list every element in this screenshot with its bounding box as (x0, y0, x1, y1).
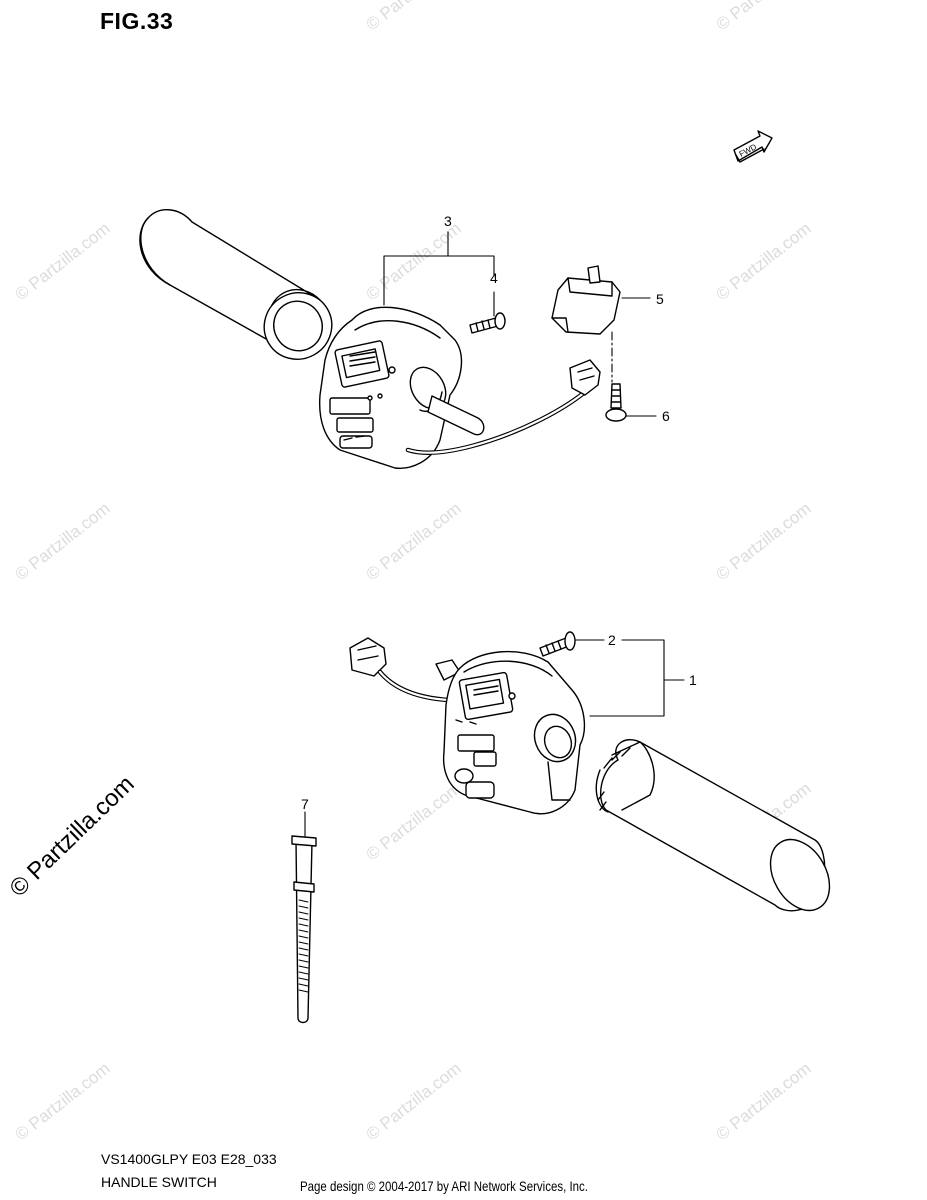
callout-5: 5 (656, 291, 664, 307)
callout-7: 7 (301, 796, 309, 812)
callout-2: 2 (608, 632, 616, 648)
wire-connector (569, 359, 601, 396)
model-code: VS1400GLPY E03 E28_033 (101, 1151, 277, 1167)
handlebar-stub (427, 395, 485, 436)
section-name: HANDLE SWITCH (101, 1174, 217, 1190)
forward-arrow-icon: FWD (733, 130, 773, 163)
cable-tie-7 (291, 835, 317, 1024)
left-switch-housing (318, 306, 463, 469)
right-throttle-grip (595, 739, 831, 912)
figure-title: FIG.33 (100, 8, 174, 34)
screw-4 (469, 312, 506, 334)
left-handlebar-grip (139, 209, 333, 360)
wire-connector-lower (349, 637, 387, 677)
page-credit: Page design © 2004-2017 by ARI Network S… (300, 1178, 588, 1194)
screw-6 (605, 383, 627, 422)
callout-3: 3 (444, 213, 452, 229)
right-switch-housing (435, 650, 586, 815)
switch-bracket-5 (551, 265, 621, 335)
leader-lines (304, 231, 685, 837)
wire-harness-lower (377, 669, 451, 703)
callout-6: 6 (662, 408, 670, 424)
screw-2 (539, 631, 576, 657)
callout-1: 1 (689, 672, 697, 688)
callout-4: 4 (490, 270, 498, 286)
